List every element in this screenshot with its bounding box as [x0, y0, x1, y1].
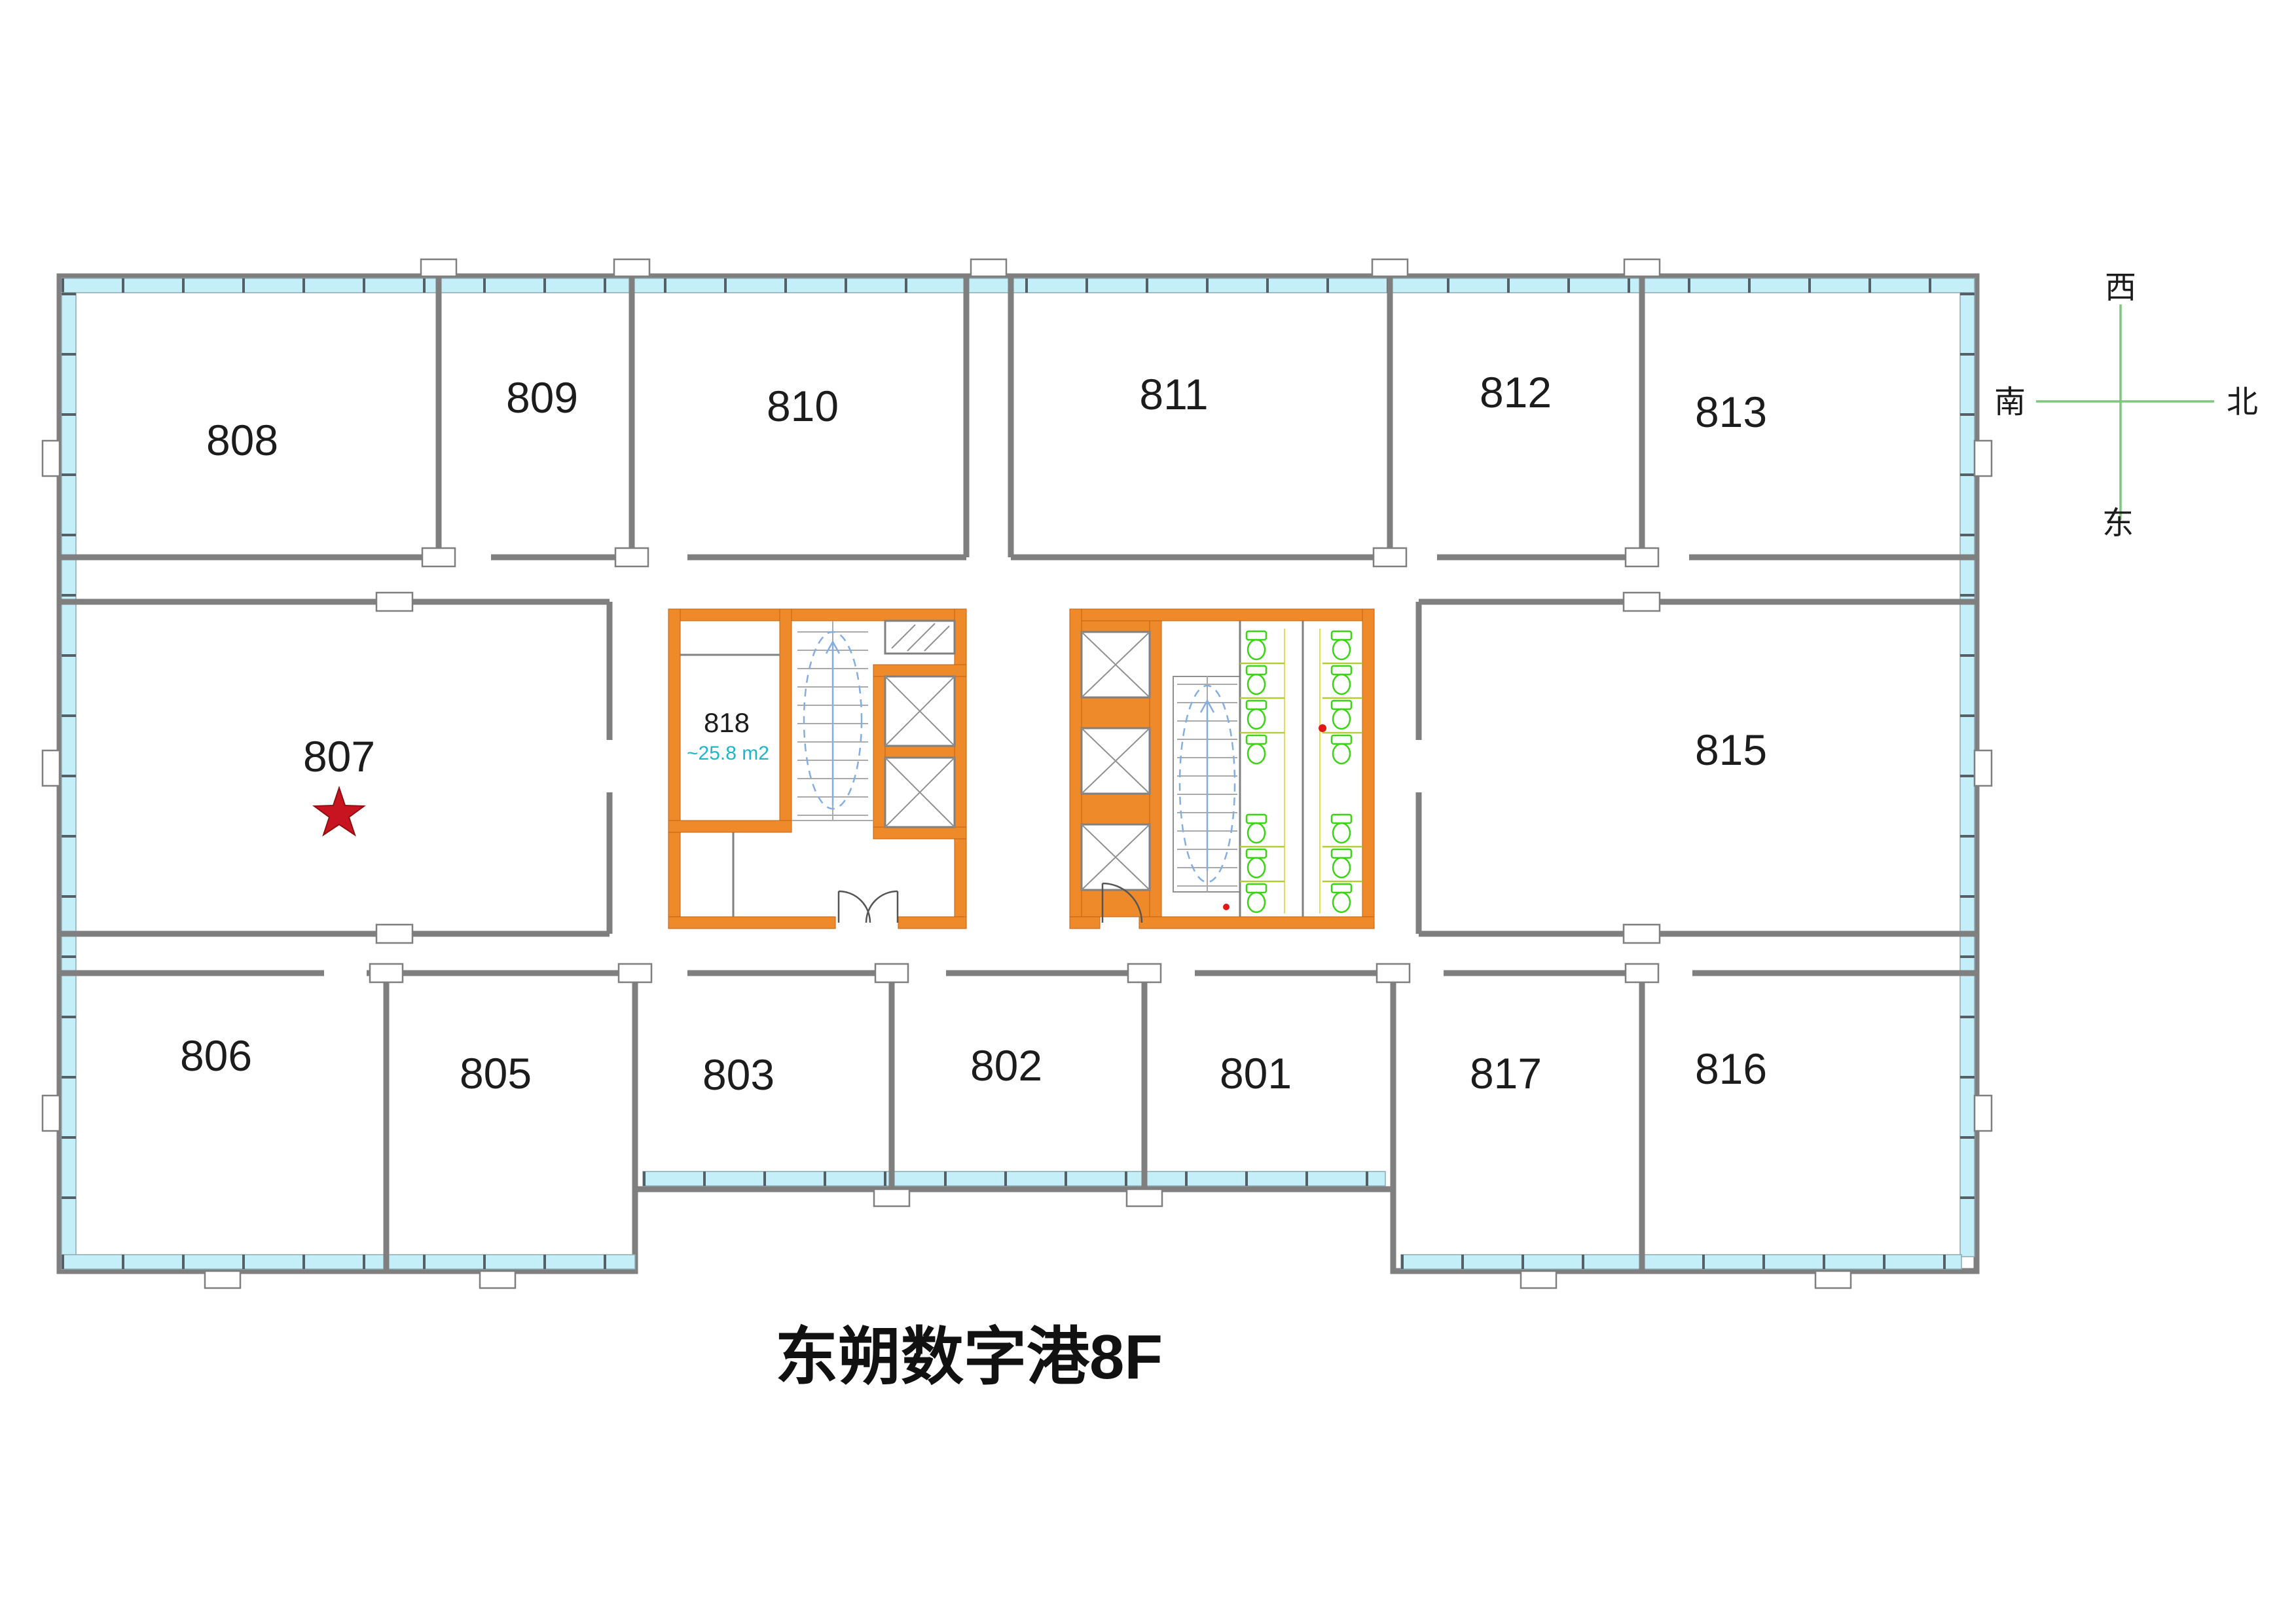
room-809-label: 809	[506, 373, 578, 422]
stair-west	[792, 621, 873, 821]
room-812	[1390, 276, 1642, 557]
double-door-west	[837, 890, 899, 923]
room-818-label: 818	[704, 707, 750, 738]
room-816-label: 816	[1695, 1044, 1767, 1093]
room-811-label: 811	[1139, 370, 1208, 418]
wc-fixtures-right	[1330, 630, 1353, 913]
room-810-label: 810	[767, 382, 839, 430]
toilet-area	[1223, 621, 1362, 917]
column-bumps	[41, 258, 1993, 1289]
rooms: 808 809 810 811 812 813 807 815 806 805 …	[60, 276, 1977, 1271]
elevator-west-2	[884, 756, 956, 828]
room-816	[1642, 973, 1977, 1271]
room-805-label: 805	[460, 1049, 532, 1098]
room-806-label: 806	[180, 1031, 252, 1080]
elevator-east-1	[1080, 631, 1151, 699]
room-813-label: 813	[1695, 388, 1767, 436]
room-812-label: 812	[1480, 368, 1552, 416]
interior-walls	[60, 276, 1977, 1271]
door-east	[1101, 882, 1143, 923]
core-block-west	[668, 608, 967, 929]
room-813	[1642, 276, 1977, 557]
room-808-label: 808	[206, 416, 278, 464]
room-817	[1393, 973, 1642, 1271]
compass-label-north: 北	[2227, 385, 2258, 420]
hydrant-dot	[1319, 724, 1326, 732]
floor-title: 东朔数字港8F	[775, 1322, 1163, 1392]
compass-label-west: 西	[2105, 270, 2136, 305]
room-818-area-label: ~25.8 m2	[687, 743, 769, 764]
location-star-icon	[312, 785, 366, 837]
core-block-east	[1069, 608, 1375, 929]
room-803-label: 803	[702, 1050, 774, 1099]
compass: 西 北 南 东	[1994, 270, 2258, 541]
wc-fixtures-left	[1245, 630, 1267, 913]
stair-east	[1173, 676, 1241, 893]
elevator-west-1	[884, 675, 956, 747]
elevator-east-2	[1080, 727, 1151, 795]
room-805	[386, 973, 635, 1271]
compass-label-east: 东	[2102, 506, 2134, 541]
room-815-label: 815	[1695, 726, 1767, 774]
room-817-label: 817	[1470, 1049, 1542, 1098]
room-801-label: 801	[1220, 1049, 1292, 1098]
room-807-label: 807	[303, 732, 375, 781]
room-802-label: 802	[970, 1041, 1042, 1090]
elevator-east-3	[1080, 823, 1151, 891]
vent-shaft	[884, 619, 956, 655]
window-bands	[61, 278, 1975, 1270]
hydrant-dot	[1223, 904, 1230, 910]
room-806	[60, 973, 386, 1271]
compass-label-south: 南	[1994, 385, 2026, 420]
